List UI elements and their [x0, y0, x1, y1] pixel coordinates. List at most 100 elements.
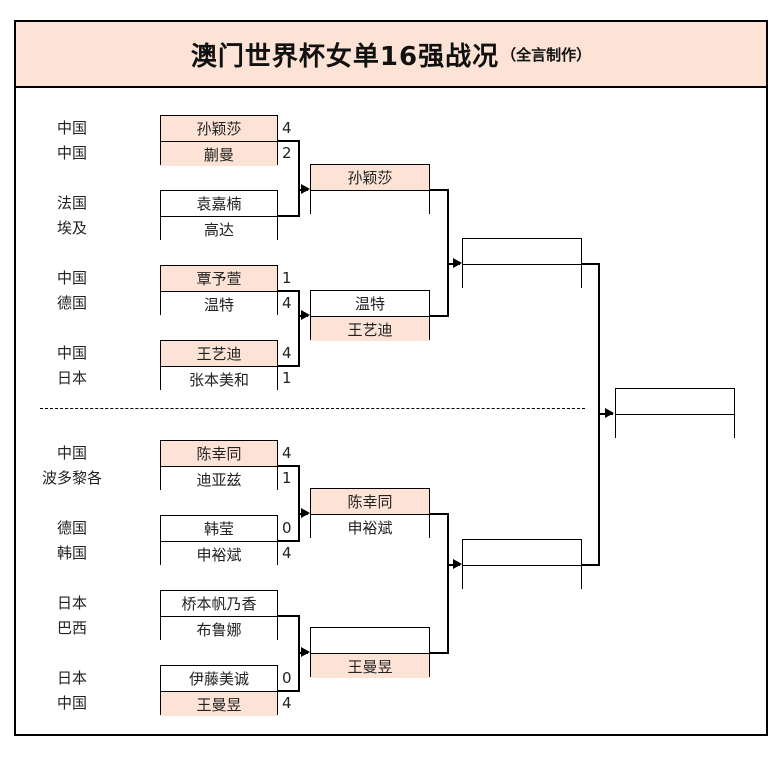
connector-line	[298, 140, 300, 216]
country-label-m7-p1: 日本	[56, 594, 87, 612]
player-row	[311, 190, 429, 215]
country-label-m1-p1: 中国	[56, 119, 87, 137]
score-m6-p1: 0	[282, 518, 292, 537]
connector-line	[298, 465, 300, 541]
player-row: 蒯曼	[161, 141, 277, 166]
match-box-q3[interactable]: 陈幸同 申裕斌	[310, 488, 430, 539]
player-row: 袁嘉楠	[161, 191, 277, 216]
score-m1-p1: 4	[282, 118, 292, 137]
connector-arrow-icon	[301, 647, 310, 657]
match-box-q2[interactable]: 温特 王艺迪	[310, 290, 430, 341]
score-m4-p1: 4	[282, 343, 292, 362]
country-label-m8-p2: 中国	[56, 694, 87, 712]
match-box-q1[interactable]: 孙颖莎	[310, 164, 430, 215]
score-m5-p1: 4	[282, 443, 292, 462]
connector-line	[429, 189, 449, 191]
match-box-m6[interactable]: 韩莹 申裕斌	[160, 515, 278, 566]
country-label-m6-p1: 德国	[56, 519, 87, 537]
connector-arrow-icon	[301, 508, 310, 518]
player-row: 桥本帆乃香	[161, 591, 277, 616]
connector-arrow-icon	[605, 408, 614, 418]
score-m1-p2: 2	[282, 143, 292, 162]
player-row	[463, 264, 581, 289]
match-box-m4[interactable]: 王艺迪 张本美和	[160, 340, 278, 391]
country-label-m2-p2: 埃及	[56, 219, 87, 237]
country-label-m3-p1: 中国	[56, 269, 87, 287]
player-row	[616, 414, 734, 439]
match-box-m1[interactable]: 孙颖莎 蒯曼	[160, 115, 278, 166]
connector-line	[278, 540, 300, 542]
connector-line	[278, 365, 300, 367]
score-m4-p2: 1	[282, 368, 292, 387]
player-row: 陈幸同	[161, 441, 277, 466]
connector-line	[278, 465, 300, 467]
score-m6-p2: 4	[282, 543, 292, 562]
score-m8-p2: 4	[282, 693, 292, 712]
half-divider	[40, 408, 585, 409]
connector-line	[278, 140, 300, 142]
player-row	[311, 628, 429, 653]
country-label-m1-p2: 中国	[56, 144, 87, 162]
connector-arrow-icon	[301, 310, 310, 320]
player-row: 高达	[161, 216, 277, 241]
player-row	[463, 565, 581, 590]
player-row: 韩莹	[161, 516, 277, 541]
country-label-m4-p2: 日本	[56, 369, 87, 387]
country-label-m5-p2: 波多黎各	[41, 469, 102, 487]
score-m7-p1	[279, 590, 299, 615]
player-row	[616, 389, 734, 414]
connector-line	[429, 652, 449, 654]
country-label-m2-p1: 法国	[56, 194, 87, 212]
connector-line	[447, 189, 449, 316]
match-box-m5[interactable]: 陈幸同 迪亚兹	[160, 440, 278, 491]
connector-arrow-icon	[453, 258, 462, 268]
connector-line	[429, 513, 449, 515]
match-box-final[interactable]	[615, 388, 735, 439]
score-m2-p1	[279, 190, 299, 215]
player-row: 申裕斌	[311, 514, 429, 539]
player-row	[463, 239, 581, 264]
connector-line	[278, 290, 300, 292]
connector-line	[581, 263, 600, 265]
score-m3-p2: 4	[282, 293, 292, 312]
match-box-m2[interactable]: 袁嘉楠 高达	[160, 190, 278, 241]
country-label-m6-p2: 韩国	[56, 544, 87, 562]
match-box-s1[interactable]	[462, 238, 582, 289]
match-box-m8[interactable]: 伊藤美诚 王曼昱	[160, 665, 278, 716]
country-label-m4-p1: 中国	[56, 344, 87, 362]
match-box-s2[interactable]	[462, 539, 582, 590]
score-m5-p2: 1	[282, 468, 292, 487]
page-title: 澳门世界杯女单16强战况 （全言制作）	[14, 20, 768, 88]
score-m8-p1: 0	[282, 668, 292, 687]
score-m2-p2	[279, 215, 299, 240]
player-row: 迪亚兹	[161, 466, 277, 491]
country-label-m5-p1: 中国	[56, 444, 87, 462]
connector-line	[429, 315, 449, 317]
player-row: 伊藤美诚	[161, 666, 277, 691]
score-m3-p1: 1	[282, 268, 292, 287]
connector-arrow-icon	[453, 559, 462, 569]
connector-line	[278, 215, 300, 217]
score-m7-p2	[279, 615, 299, 640]
player-row: 覃予萱	[161, 266, 277, 291]
player-row: 申裕斌	[161, 541, 277, 566]
player-row: 王艺迪	[311, 316, 429, 341]
player-row: 孙颖莎	[311, 165, 429, 190]
title-main-text: 澳门世界杯女单16强战况	[190, 41, 500, 72]
match-box-q4[interactable]: 王曼昱	[310, 627, 430, 678]
connector-line	[581, 564, 600, 566]
player-row: 王艺迪	[161, 341, 277, 366]
match-box-m3[interactable]: 覃予萱 温特	[160, 265, 278, 316]
match-box-m7[interactable]: 桥本帆乃香 布鲁娜	[160, 590, 278, 641]
player-row: 张本美和	[161, 366, 277, 391]
connector-line	[447, 513, 449, 653]
player-row: 温特	[161, 291, 277, 316]
connector-line	[278, 690, 300, 692]
player-row: 王曼昱	[161, 691, 277, 716]
connector-arrow-icon	[301, 184, 310, 194]
player-row: 陈幸同	[311, 489, 429, 514]
player-row	[463, 540, 581, 565]
country-label-m3-p2: 德国	[56, 294, 87, 312]
connector-line	[298, 290, 300, 366]
